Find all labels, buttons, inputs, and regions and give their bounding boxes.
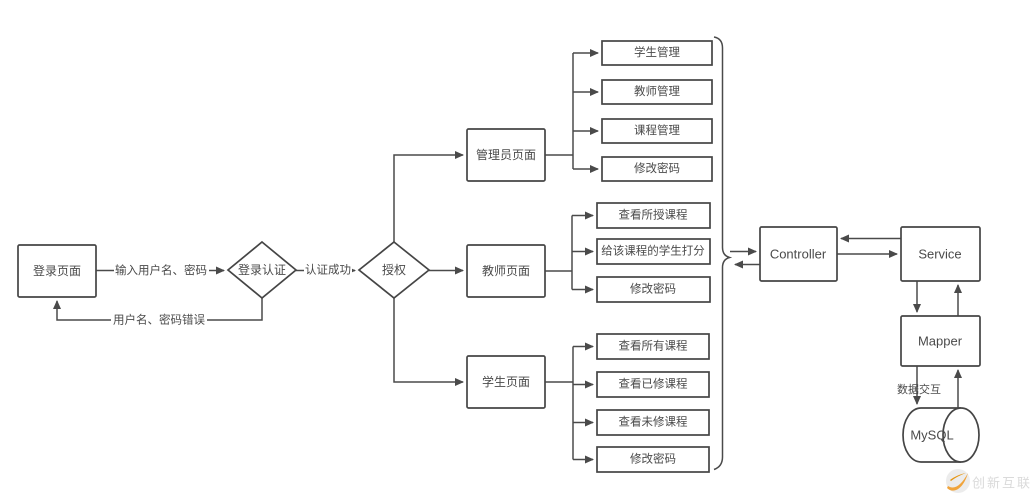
student-function-label: 查看未修课程 — [619, 415, 688, 429]
admin-page-node — [466, 128, 546, 182]
student-function-node — [596, 446, 710, 473]
service-node — [900, 226, 981, 282]
grouping-brace — [713, 36, 733, 471]
student-function-label: 查看所有课程 — [619, 339, 688, 353]
admin-page-label: 管理员页面 — [476, 147, 536, 162]
edge-labels: 输入用户名、密码 认证成功 用户名、密码错误 数据交互 — [111, 262, 941, 396]
teacher-function-label: 查看所授课程 — [619, 208, 688, 222]
authorize-label: 授权 — [382, 262, 406, 277]
watermark-swoosh-icon — [947, 473, 968, 491]
admin-function-label: 教师管理 — [634, 84, 680, 98]
watermark: 创新互联 — [946, 469, 1031, 493]
teacher-function-label: 修改密码 — [630, 282, 676, 296]
edge-authorize-to-student — [393, 298, 464, 386]
login-auth-decision — [226, 240, 298, 300]
authorize-decision — [357, 240, 431, 300]
student-function-node — [596, 409, 710, 436]
controller-label: Controller — [770, 247, 827, 262]
flow-nodes: 登录页面 登录认证 授权 管理员页面 教师页面 学生页面 学生管理 教师管理 课… — [17, 40, 981, 473]
controller-node — [759, 226, 838, 282]
student-page-node — [466, 355, 546, 409]
mysql-database-icon: MySQL — [902, 407, 980, 463]
mysql-label: MySQL — [910, 428, 953, 443]
teacher-function-node — [596, 238, 711, 265]
label-bg — [304, 262, 352, 279]
student-page-label: 学生页面 — [482, 374, 530, 389]
mapper-node — [900, 315, 981, 367]
admin-function-node — [601, 79, 713, 105]
watermark-logo-icon — [946, 469, 970, 493]
teacher-function-node — [596, 202, 711, 229]
label-bg — [111, 312, 207, 329]
login-page-label: 登录页面 — [33, 263, 81, 278]
admin-function-node — [601, 40, 713, 66]
mapper-label: Mapper — [918, 334, 963, 349]
student-function-node — [596, 371, 710, 398]
student-function-label: 修改密码 — [630, 452, 676, 466]
watermark-swoosh-tail-icon — [950, 473, 966, 481]
teacher-function-node — [596, 276, 711, 303]
login-auth-label: 登录认证 — [238, 262, 286, 277]
login-page-node — [17, 244, 97, 298]
data-interaction-label: 数据交互 — [897, 382, 941, 396]
input-credentials-label: 输入用户名、密码 — [115, 263, 207, 277]
admin-function-node — [601, 118, 713, 144]
teacher-page-label: 教师页面 — [482, 263, 530, 278]
watermark-text: 创新互联 — [972, 476, 1031, 491]
auth-success-label: 认证成功 — [305, 264, 351, 277]
edge-authorize-to-admin — [393, 151, 464, 242]
flow-edges — [53, 36, 962, 471]
admin-function-label: 学生管理 — [634, 45, 680, 59]
admin-function-label: 修改密码 — [634, 161, 680, 175]
teacher-page-node — [466, 244, 546, 298]
credentials-error-label: 用户名、密码错误 — [113, 313, 205, 327]
teacher-function-label: 给该课程的学生打分 — [601, 244, 705, 258]
admin-function-node — [601, 156, 713, 182]
mysql-cylinder-end — [942, 407, 980, 463]
service-label: Service — [918, 247, 961, 262]
admin-function-label: 课程管理 — [634, 123, 680, 137]
student-function-label: 查看已修课程 — [619, 377, 688, 391]
label-bg — [114, 262, 209, 279]
student-function-node — [596, 333, 710, 360]
